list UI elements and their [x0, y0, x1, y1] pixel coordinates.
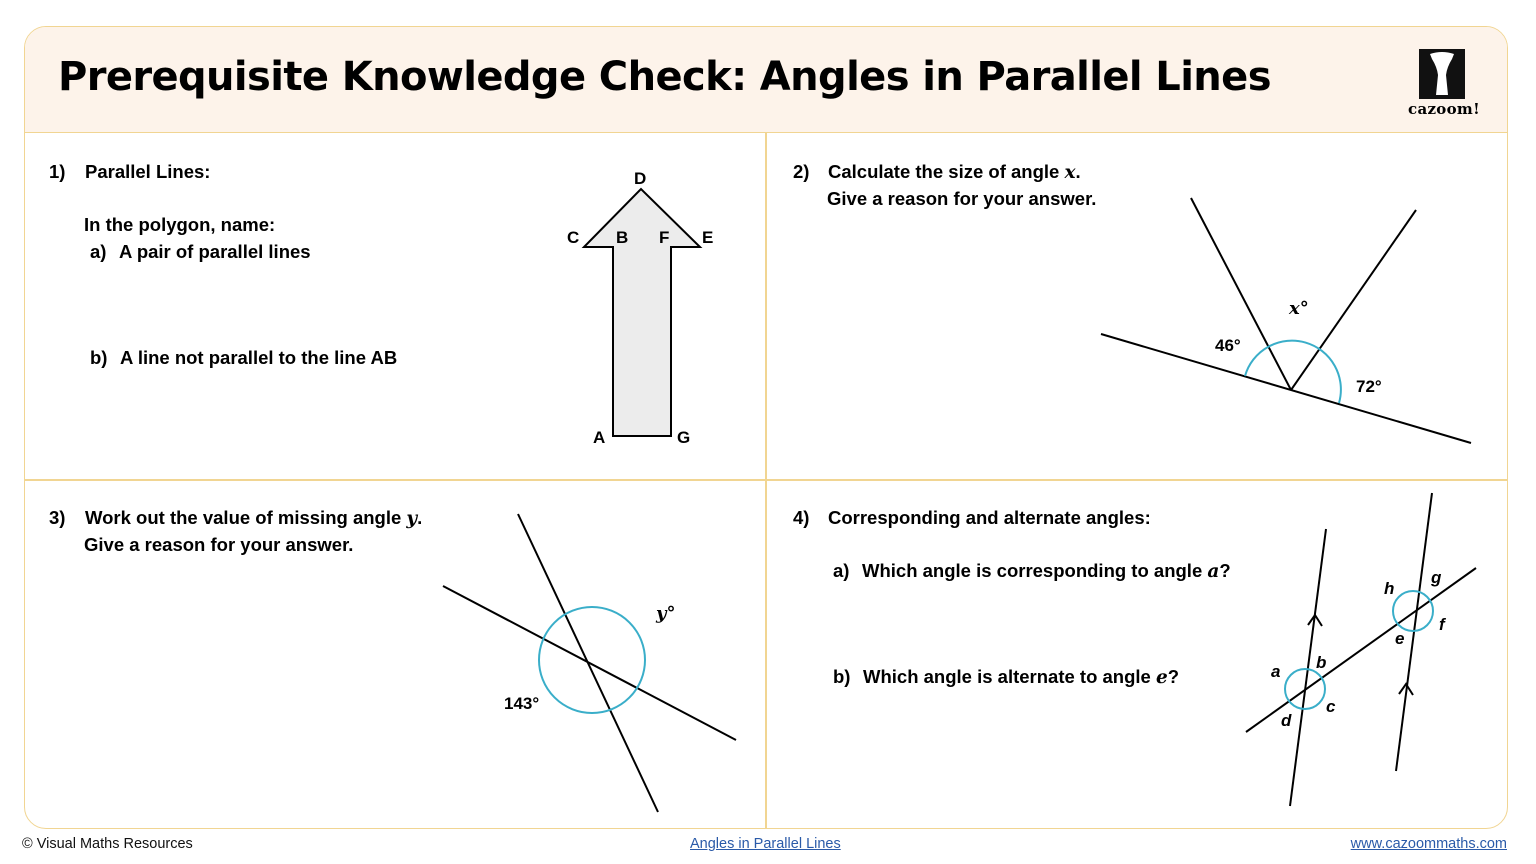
- question-text: Which angle is alternate to angle: [863, 666, 1156, 687]
- angle-variable: x: [1064, 162, 1076, 183]
- grid-divider-horizontal: [25, 479, 1507, 481]
- parallel-arrow-icon: [1398, 682, 1414, 696]
- vertically-opposite-figure: y° 143°: [442, 513, 737, 813]
- straight-line-angles-figure: 46° x° 72°: [1100, 197, 1472, 444]
- question-3: 3) Work out the value of missing angle y…: [49, 507, 749, 567]
- topic-link[interactable]: Angles in Parallel Lines: [690, 836, 841, 852]
- angle-label-y: y°: [655, 603, 675, 624]
- part-text: A pair of parallel lines: [119, 241, 311, 262]
- question-line-1: Work out the value of missing angle y.: [85, 507, 422, 529]
- vertex-label-a: A: [593, 428, 605, 447]
- angle-label-72: 72°: [1356, 377, 1382, 396]
- question-number: 1): [49, 161, 66, 182]
- part-text: A line not parallel to the line AB: [120, 347, 398, 368]
- part-text: Which angle is corresponding to angle a?: [862, 560, 1231, 582]
- angle-label-h: h: [1384, 579, 1394, 598]
- punctuation: .: [417, 507, 423, 528]
- question-number: 2): [793, 161, 810, 182]
- worksheet: Prerequisite Knowledge Check: Angles in …: [24, 26, 1508, 829]
- question-title: Corresponding and alternate angles:: [828, 507, 1151, 528]
- logo-text: cazoom!: [1408, 100, 1480, 118]
- parallel-arrow-icon: [1307, 613, 1323, 627]
- arrow-polygon-figure: D C B F E A G: [567, 169, 713, 447]
- punctuation: ?: [1167, 666, 1180, 687]
- vertex-label-c: C: [567, 228, 579, 247]
- part-label: a): [90, 241, 107, 262]
- vertex-label-f: F: [659, 228, 669, 247]
- part-text: Which angle is alternate to angle e?: [863, 666, 1179, 688]
- question-number: 4): [793, 507, 810, 528]
- part-label: b): [90, 347, 108, 368]
- question-4: 4) Corresponding and alternate angles: a…: [793, 507, 1293, 707]
- question-text: Which angle is corresponding to angle: [862, 560, 1208, 581]
- angle-variable: a: [1207, 561, 1220, 582]
- parallel-lines-figure: a b c d e f g h: [1245, 492, 1477, 807]
- vertex-label-d: D: [634, 169, 646, 188]
- grid-divider-vertical: [765, 133, 767, 828]
- website-link[interactable]: www.cazoommaths.com: [1350, 836, 1507, 852]
- angle-variable: e: [1155, 667, 1168, 688]
- angle-label-a: a: [1271, 662, 1280, 681]
- part-label: b): [833, 666, 851, 687]
- punctuation: .: [1075, 161, 1081, 182]
- question-2: 2) Calculate the size of angle x. Give a…: [793, 161, 1493, 221]
- copyright-text: © Visual Maths Resources: [22, 836, 193, 852]
- vertex-label-e: E: [702, 228, 713, 247]
- angle-label-c: c: [1326, 697, 1336, 716]
- page-title: Prerequisite Knowledge Check: Angles in …: [58, 54, 1272, 100]
- angle-label-46: 46°: [1215, 336, 1241, 355]
- djembe-drum-icon: [1419, 49, 1465, 99]
- angle-variable: y: [406, 508, 418, 529]
- angle-label-x: x°: [1288, 298, 1309, 319]
- angle-label-143: 143°: [504, 694, 539, 713]
- angle-label-b: b: [1316, 653, 1326, 672]
- angle-label-g: g: [1430, 568, 1442, 587]
- part-label: a): [833, 560, 850, 581]
- question-number: 3): [49, 507, 66, 528]
- question-line-2: Give a reason for your answer.: [827, 188, 1097, 209]
- angle-label-d: d: [1281, 711, 1292, 730]
- question-text: Work out the value of missing angle: [85, 507, 407, 528]
- angle-label-f: f: [1439, 615, 1447, 634]
- question-line-1: Calculate the size of angle x.: [828, 161, 1081, 183]
- header-banner: Prerequisite Knowledge Check: Angles in …: [25, 27, 1507, 133]
- question-text: Calculate the size of angle: [828, 161, 1065, 182]
- cazoom-logo: cazoom!: [1399, 47, 1489, 119]
- vertex-label-b: B: [616, 228, 628, 247]
- question-line-2: Give a reason for your answer.: [84, 534, 354, 555]
- vertex-label-g: G: [677, 428, 690, 447]
- question-title: Parallel Lines:: [85, 161, 211, 182]
- question-1: 1) Parallel Lines: In the polygon, name:…: [49, 161, 749, 461]
- punctuation: ?: [1219, 560, 1231, 581]
- question-intro: In the polygon, name:: [84, 214, 276, 235]
- angle-label-e: e: [1395, 629, 1404, 648]
